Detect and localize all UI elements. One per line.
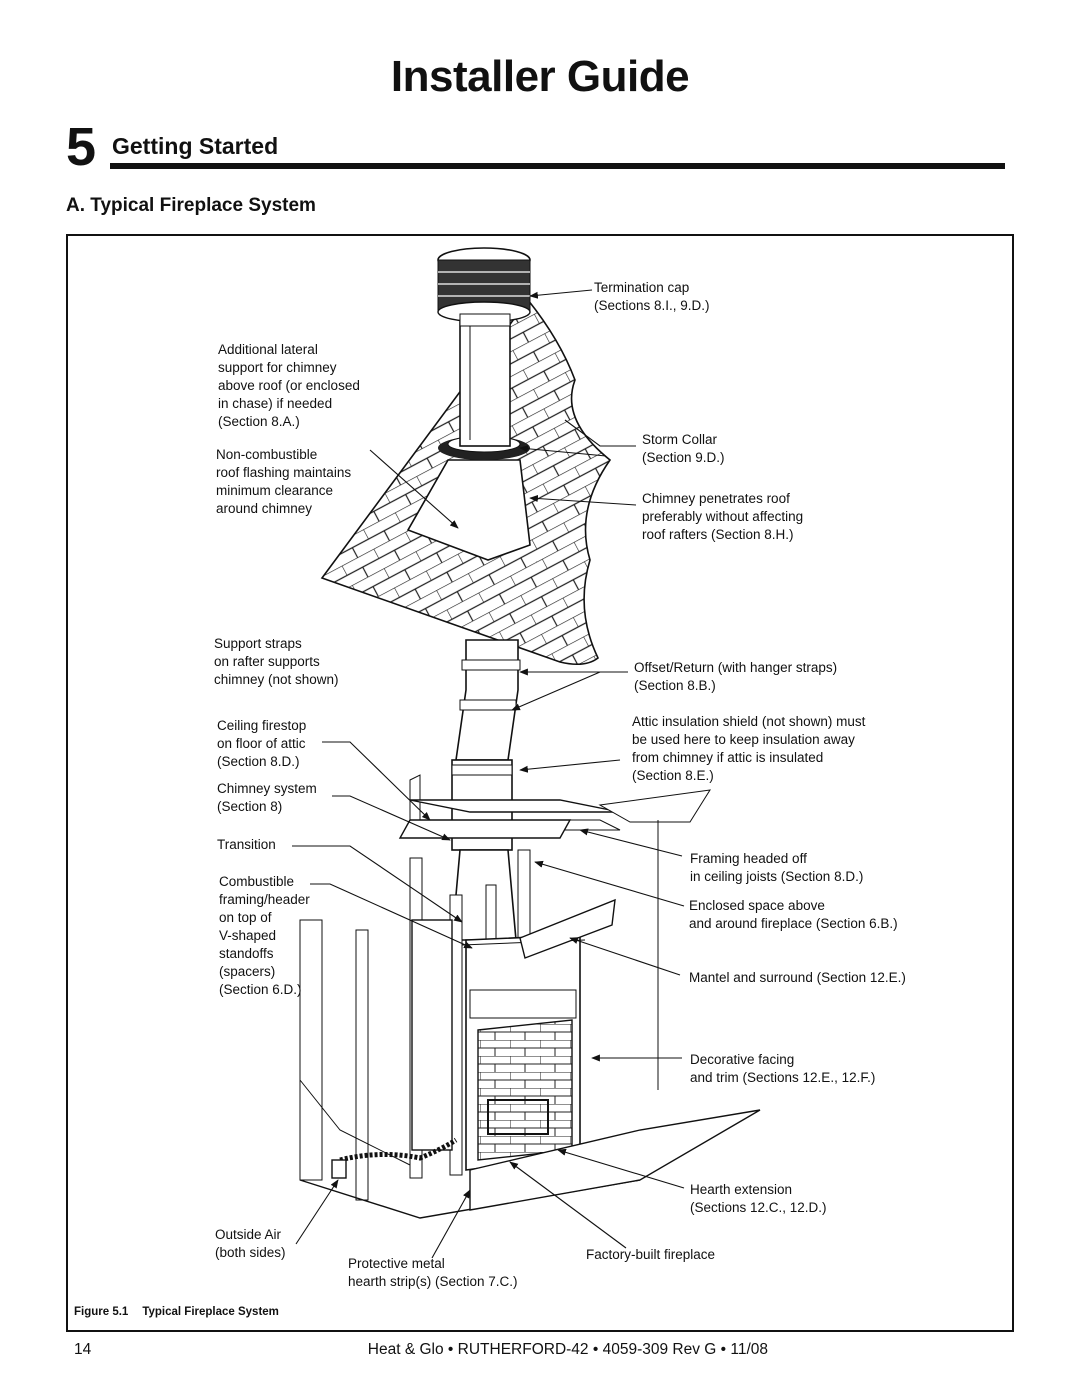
page-title: Installer Guide xyxy=(390,52,690,101)
leader-lines xyxy=(292,289,685,1259)
offset-chimney xyxy=(451,639,521,851)
label-factory-built: Factory-built fireplace xyxy=(586,1247,716,1262)
section-rule xyxy=(110,163,1005,169)
section-title: Getting Started xyxy=(112,133,279,159)
label-support-straps: Support straps on rafter supports chimne… xyxy=(214,636,339,687)
figure-number: Figure 5.1 xyxy=(74,1306,129,1318)
label-hearth-extension: Hearth extension (Sections 12.C., 12.D.) xyxy=(690,1182,827,1215)
figure-caption: Figure 5.1 Typical Fireplace System xyxy=(74,1306,279,1318)
label-ceiling-firestop: Ceiling firestop on floor of attic (Sect… xyxy=(217,718,307,769)
label-combustible-framing: Combustible framing/header on top of V-s… xyxy=(219,874,310,997)
subsection-title: A. Typical Fireplace System xyxy=(66,195,316,216)
label-protective-metal: Protective metal hearth strip(s) (Sectio… xyxy=(348,1256,518,1289)
label-chimney-penetrates: Chimney penetrates roof preferably witho… xyxy=(642,491,804,542)
label-framing-headed: Framing headed off in ceiling joists (Se… xyxy=(690,851,864,884)
label-storm-collar: Storm Collar (Section 9.D.) xyxy=(642,432,725,465)
fireplace-box xyxy=(411,919,586,1171)
label-roof-flashing: Non-combustible roof flashing maintains … xyxy=(216,447,352,516)
outside-air-ducts xyxy=(331,1137,458,1179)
label-mantel-surround: Mantel and surround (Section 12.E.) xyxy=(689,970,906,985)
label-transition: Transition xyxy=(217,837,276,852)
mantel xyxy=(519,898,616,959)
label-termination-cap: Termination cap (Sections 8.I., 9.D.) xyxy=(594,280,710,313)
footer-doc-info: Heat & Glo • RUTHERFORD-42 • 4059-309 Re… xyxy=(367,1341,768,1358)
label-additional-support: Additional lateral support for chimney a… xyxy=(218,342,360,429)
label-attic-shield: Attic insulation shield (not shown) must… xyxy=(632,714,866,783)
hearth-extension xyxy=(469,820,761,1211)
figure-title: Typical Fireplace System xyxy=(142,1306,279,1318)
label-enclosed-space: Enclosed space above and around fireplac… xyxy=(689,898,898,931)
termination-cap xyxy=(437,247,531,327)
chimney-above-roof xyxy=(459,321,511,447)
page-number: 14 xyxy=(74,1341,92,1358)
label-chimney-system: Chimney system (Section 8) xyxy=(217,781,317,814)
ceiling-joists xyxy=(398,774,711,839)
roof-flashing xyxy=(406,459,531,561)
figure-frame xyxy=(66,234,1014,1332)
section-number: 5 xyxy=(66,117,97,177)
label-offset-return: Offset/Return (with hanger straps) (Sect… xyxy=(634,660,838,693)
label-outside-air: Outside Air (both sides) xyxy=(215,1227,286,1260)
label-decorative-facing: Decorative facing and trim (Sections 12.… xyxy=(690,1052,876,1085)
